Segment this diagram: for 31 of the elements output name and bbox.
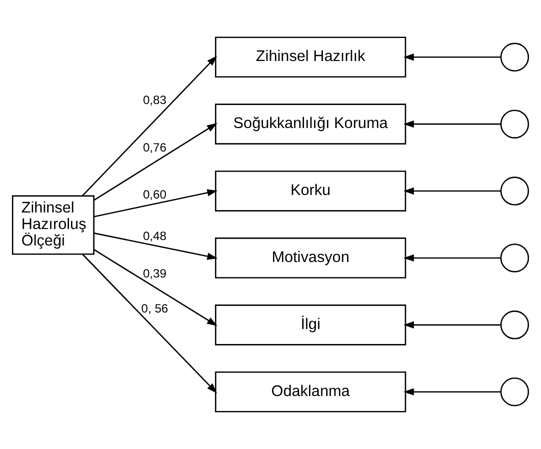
node-box: Zihinsel Hazıroluş Ölçeği — [12, 195, 94, 255]
arrow — [404, 388, 501, 396]
edge-label: 0,60 — [142, 187, 166, 202]
arrow — [404, 120, 501, 128]
edge-label: 0,83 — [142, 93, 166, 108]
node-box: Korku — [214, 170, 406, 212]
arrow — [94, 123, 218, 201]
arrow — [404, 321, 501, 329]
arrow — [404, 254, 501, 262]
arrow — [404, 187, 501, 195]
node-circle — [500, 110, 530, 138]
edge-label: 0,76 — [142, 140, 166, 154]
arrow — [94, 232, 218, 260]
node-box: Zihinsel Hazırlık — [214, 36, 406, 78]
node-box: Motivasyon — [214, 238, 406, 278]
node-box: Soğukkanlılığı Koruma — [214, 104, 406, 144]
edge-label: 0, 56 — [141, 302, 168, 316]
node-circle — [500, 176, 530, 206]
node-circle — [500, 310, 530, 340]
arrow — [82, 56, 217, 196]
node-circle — [500, 244, 530, 272]
node-circle — [500, 377, 530, 406]
arrow — [404, 54, 501, 61]
edge-label: 0,48 — [142, 229, 166, 244]
node-box: Odaklanma — [214, 371, 406, 412]
arrow — [94, 189, 218, 218]
arrow — [94, 249, 218, 326]
edge-label: 0,39 — [142, 266, 166, 281]
node-box: İlgi — [214, 304, 406, 346]
arrow — [82, 254, 218, 394]
node-circle — [500, 42, 530, 72]
